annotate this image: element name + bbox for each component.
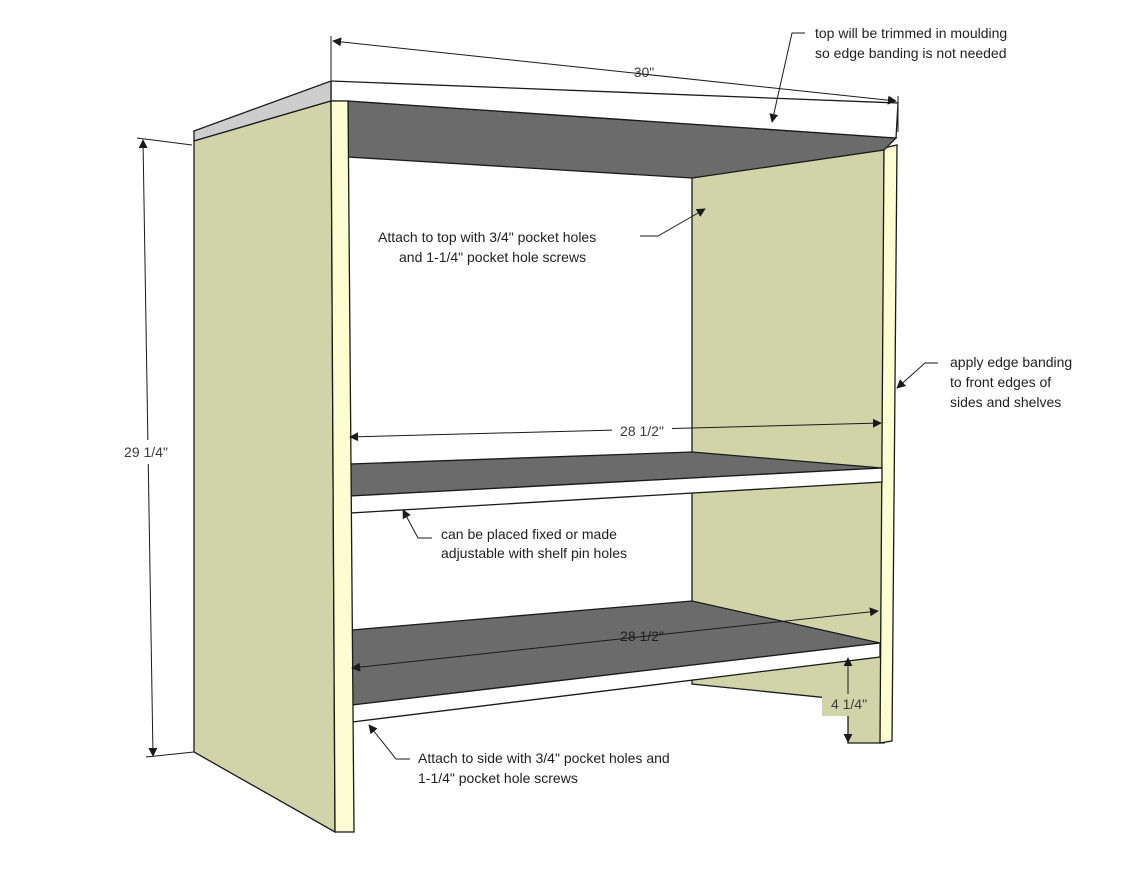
left-side-panel [193,100,336,834]
dimension-height-label: 29 1/4" [124,444,168,460]
annotation-side-attach-line-1: Attach to side with 3/4" pocket holes an… [418,750,670,766]
annotation-top-note-line-2: so edge banding is not needed [815,45,1007,61]
dimension-bottom-height-label: 4 1/4" [831,696,867,712]
annotation-top-attach-line-1: Attach to top with 3/4" pocket holes [378,229,596,245]
annotation-shelf-note-line-2: adjustable with shelf pin holes [441,545,627,561]
annotation-top-attach-line-2: and 1-1/4" pocket hole screws [399,249,586,265]
annotation-edge-banding-line-1: apply edge banding [950,354,1072,370]
annotation-side-attach-line-2: 1-1/4" pocket hole screws [418,770,578,786]
dimension-top-width-label: 30" [634,64,655,80]
annotation-top-attach: Attach to top with 3/4" pocket holes and… [378,208,706,265]
annotation-edge-banding: apply edge banding to front edges of sid… [896,354,1072,410]
dimension-shelf-lower: 28 1/2" [351,607,879,672]
dimension-bottom-height: 4 1/4" [822,657,874,743]
annotation-side-attach: Attach to side with 3/4" pocket holes an… [368,724,670,786]
left-side-front-edge [330,100,355,833]
annotation-edge-banding-line-2: to front edges of [950,374,1051,390]
annotation-edge-banding-line-3: sides and shelves [950,394,1061,410]
dimension-shelf-lower-label: 28 1/2" [620,628,664,644]
annotation-shelf-note: can be placed fixed or made adjustable w… [402,509,627,561]
annotation-top-note-line-1: top will be trimmed in moulding [815,25,1007,41]
dimension-top-width: 30" [330,36,899,132]
annotation-shelf-note-line-1: can be placed fixed or made [441,526,617,542]
dimension-shelf-upper-label: 28 1/2" [620,423,664,439]
annotation-top-note: top will be trimmed in moulding so edge … [769,25,1007,123]
right-side-front-edge [879,144,898,744]
dimension-height: 29 1/4" [116,137,195,758]
dimension-shelf-upper: 28 1/2" [349,418,882,442]
